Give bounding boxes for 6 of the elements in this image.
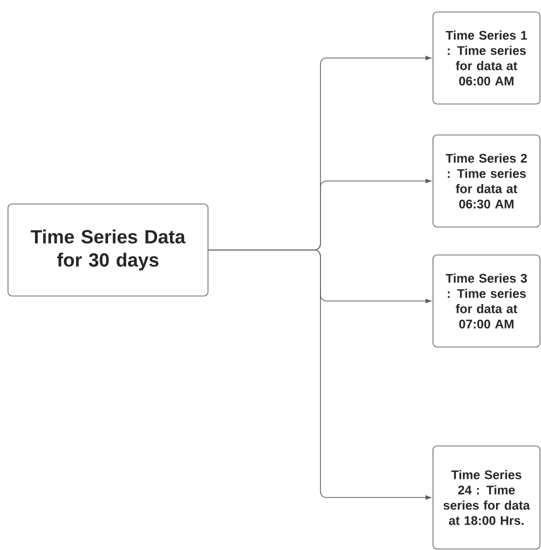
process-box: Time Series 2 : Time series for data at 06:30 AM [432, 134, 540, 228]
process-box: Time Series 3 : Time series for data at 07:00 AM [432, 254, 540, 348]
process-box: Time Series Data for 30 days [8, 204, 208, 296]
process-box: Time Series 1 : Time series for data at 06:00 AM [432, 12, 540, 104]
arrow [208, 250, 432, 500]
process-box: Time Series 24 : Time series for data at 18:00 Hrs. [432, 446, 540, 550]
